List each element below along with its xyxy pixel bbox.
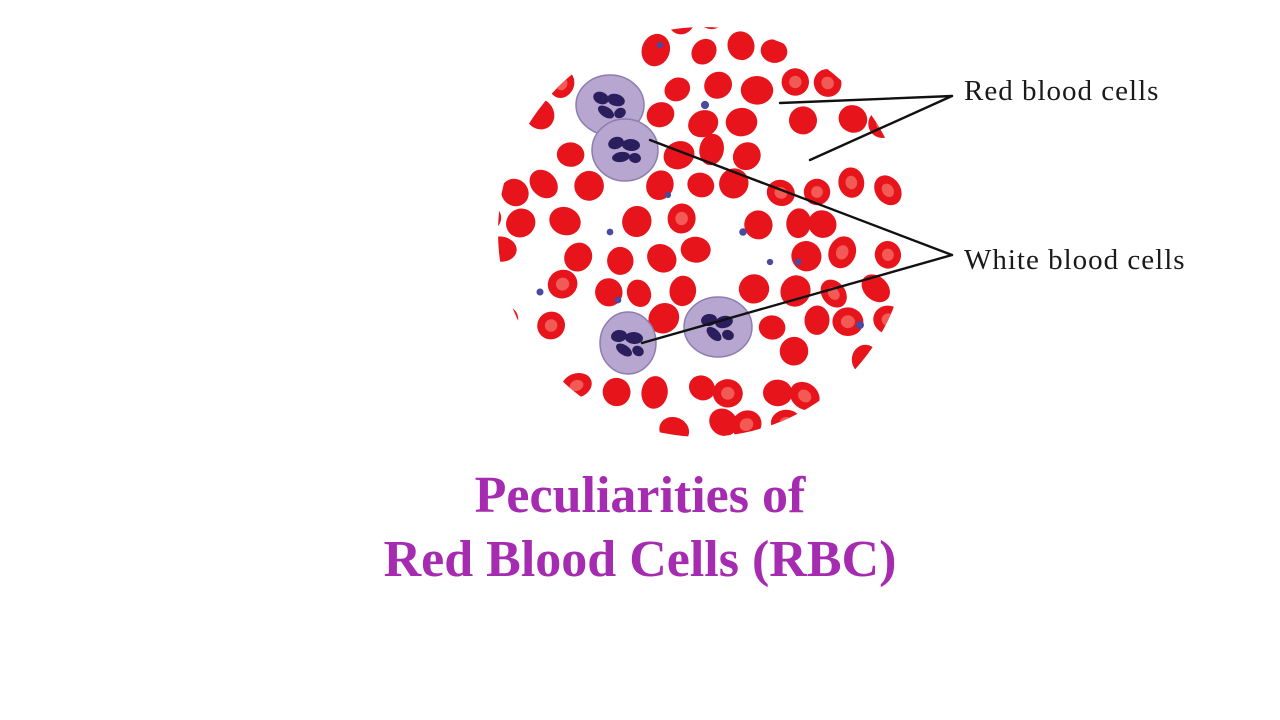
wbc-pointer-line xyxy=(640,253,954,345)
red-blood-cell xyxy=(647,244,677,273)
red-blood-cell xyxy=(664,77,691,102)
red-blood-cell xyxy=(763,379,793,407)
red-blood-cell xyxy=(626,279,652,307)
red-blood-cell xyxy=(641,33,671,67)
wbc-label: White blood cells xyxy=(964,244,1186,276)
red-blood-cell xyxy=(501,178,529,207)
red-blood-cell xyxy=(648,302,680,334)
label-pointer-lines xyxy=(640,94,954,345)
red-blood-cell xyxy=(813,69,842,97)
red-blood-cells-layer xyxy=(498,27,904,437)
red-blood-cell xyxy=(699,133,724,166)
red-blood-cell xyxy=(712,379,743,408)
red-blood-cell xyxy=(641,376,668,409)
red-blood-cell xyxy=(691,38,717,65)
red-blood-cell xyxy=(738,274,770,304)
red-blood-cell xyxy=(622,205,652,238)
red-blood-cell xyxy=(786,208,811,239)
rbc-pointer-line xyxy=(808,94,954,162)
platelet xyxy=(614,296,622,304)
red-blood-cell xyxy=(564,242,593,272)
red-blood-cell xyxy=(781,68,809,96)
red-blood-cell xyxy=(740,75,774,105)
rbc-pointer-line xyxy=(778,94,954,105)
platelet xyxy=(536,288,544,296)
blood-smear-micrograph xyxy=(498,27,908,437)
white-blood-cells-layer xyxy=(575,74,753,375)
red-blood-cell xyxy=(832,307,864,337)
red-blood-cell xyxy=(574,170,604,201)
red-blood-cell xyxy=(680,236,711,263)
red-blood-cell xyxy=(758,315,786,340)
red-blood-cell xyxy=(688,375,716,401)
red-blood-cell xyxy=(709,408,738,437)
red-blood-cell xyxy=(537,311,566,340)
wbc-pointer-line xyxy=(648,138,954,257)
red-blood-cell xyxy=(838,167,865,198)
red-blood-cell xyxy=(529,169,558,199)
red-blood-cell xyxy=(828,236,857,269)
red-blood-cell xyxy=(808,210,837,238)
red-blood-cell xyxy=(804,305,830,335)
red-blood-cell xyxy=(770,409,802,436)
platelet xyxy=(656,41,664,49)
white-blood-cell xyxy=(599,311,657,375)
platelet xyxy=(700,100,710,110)
red-blood-cell xyxy=(727,31,755,61)
red-blood-cell xyxy=(688,110,719,138)
red-blood-cell xyxy=(760,39,788,63)
red-blood-cell xyxy=(549,206,581,236)
red-blood-cell xyxy=(556,142,585,167)
platelet xyxy=(606,228,614,236)
red-blood-cell xyxy=(669,275,697,307)
red-blood-cell xyxy=(744,210,773,240)
red-blood-cell xyxy=(725,107,758,137)
red-blood-cell xyxy=(732,142,761,171)
platelet xyxy=(766,258,774,266)
red-blood-cell xyxy=(874,241,902,269)
red-blood-cell xyxy=(704,71,733,99)
red-blood-cell xyxy=(697,27,727,30)
red-blood-cell xyxy=(667,203,696,234)
red-blood-cell xyxy=(851,344,879,375)
white-blood-cell xyxy=(591,118,659,182)
red-blood-cell xyxy=(861,274,890,303)
rbc-label: Red blood cells xyxy=(964,75,1159,107)
red-blood-cell xyxy=(780,275,811,307)
platelets-layer xyxy=(536,41,864,329)
red-blood-cell xyxy=(874,175,902,206)
red-blood-cell xyxy=(838,105,868,133)
red-blood-cell xyxy=(547,269,578,299)
red-blood-cell xyxy=(779,336,809,366)
red-blood-cell xyxy=(607,246,634,275)
page-title-line-1: Peculiarities of xyxy=(474,467,806,524)
platelet xyxy=(794,258,802,266)
red-blood-cell xyxy=(789,106,817,135)
red-blood-cell xyxy=(498,236,517,262)
white-blood-cell xyxy=(683,296,753,358)
platelet xyxy=(856,321,864,329)
platelet xyxy=(664,191,672,199)
platelet xyxy=(739,228,747,236)
red-blood-cell xyxy=(687,172,715,198)
red-blood-cell xyxy=(602,377,631,407)
red-blood-cell xyxy=(789,381,820,411)
page-title-line-2: Red Blood Cells (RBC) xyxy=(383,531,897,588)
red-blood-cell xyxy=(803,178,831,206)
red-blood-cell xyxy=(646,102,675,128)
red-blood-cell xyxy=(506,208,536,238)
